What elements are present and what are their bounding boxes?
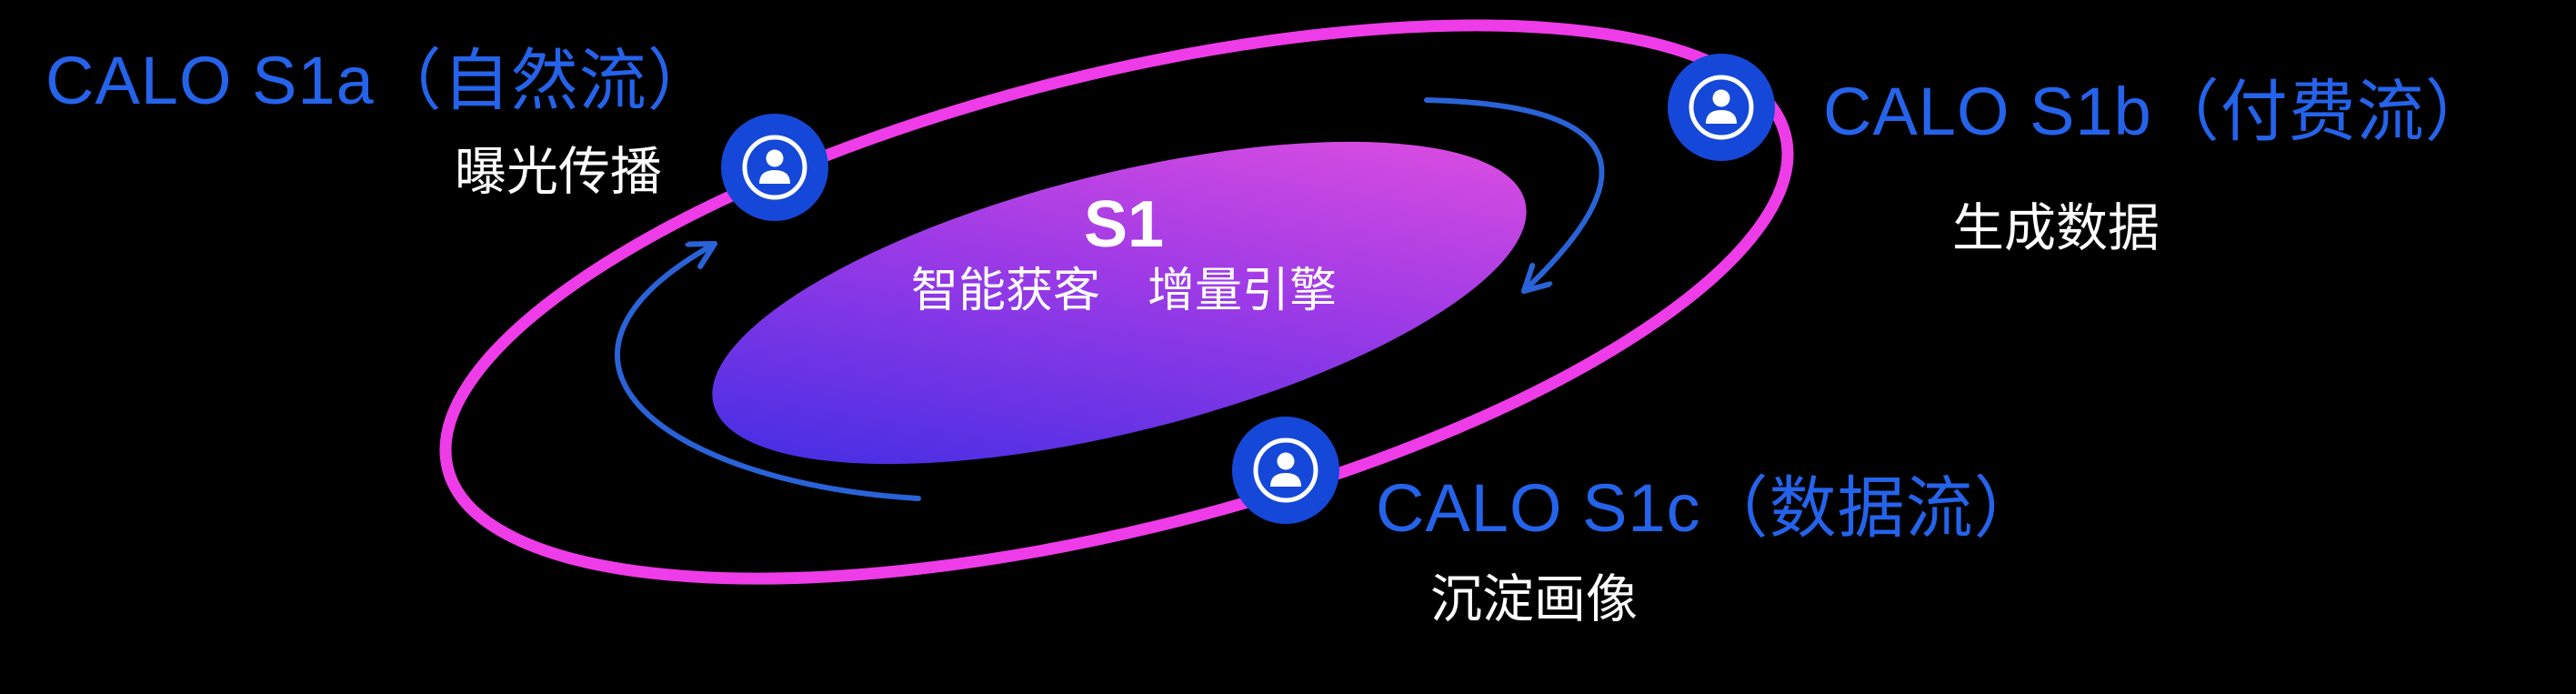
node-s1c-title: CALO S1c（数据流） [1376, 470, 2042, 546]
user-icon [1253, 438, 1318, 503]
node-disc [1668, 54, 1775, 161]
node-s1c-marker [1232, 417, 1339, 524]
node-s1b-marker [1668, 54, 1775, 161]
orbit-ellipse [439, 19, 1794, 585]
core-ellipse [712, 141, 1527, 465]
user-icon [742, 135, 807, 200]
node-s1b-title: CALO S1b（付费流） [1823, 74, 2493, 149]
node-s1b-subtitle: 生成数据 [1952, 199, 2160, 257]
node-s1c-subtitle: 沉淀画像 [1430, 570, 1638, 629]
flow-arrow-left [614, 241, 921, 501]
flow-arrow-right [1424, 97, 1605, 294]
core-title: S1 [1083, 188, 1165, 261]
node-s1a-title: CALO S1a（自然流） [45, 43, 716, 118]
node-s1a-marker [721, 114, 828, 221]
node-disc [1232, 417, 1339, 524]
node-s1a-subtitle: 曝光传播 [455, 143, 662, 201]
core-subtitle: 智能获客 增量引擎 [910, 265, 1337, 317]
node-disc [721, 114, 828, 221]
user-icon [1689, 75, 1754, 140]
